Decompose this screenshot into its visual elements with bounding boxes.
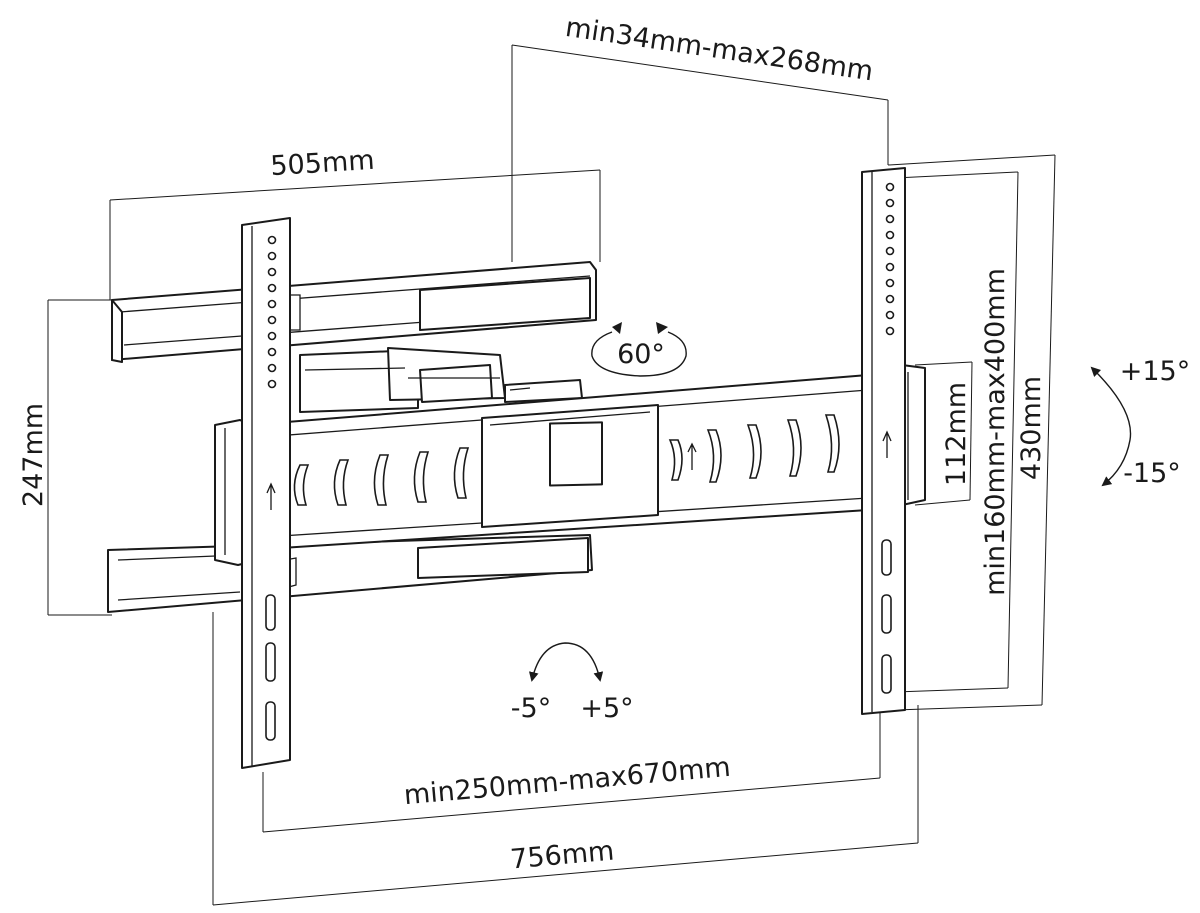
tilt-down-label: -15° bbox=[1123, 458, 1181, 489]
center-spacing-label: 112mm bbox=[941, 382, 972, 486]
top-depth-label: min34mm-max268mm bbox=[563, 12, 875, 88]
bracket-height-label: 430mm bbox=[1016, 376, 1047, 480]
vertical-hole-range-label: min160mm-max400mm bbox=[980, 268, 1011, 596]
rotation-indicators bbox=[528, 322, 1132, 682]
swivel-angle-label: 60° bbox=[617, 339, 665, 370]
right-vertical-bracket bbox=[861, 167, 906, 715]
tilt-up-label: +15° bbox=[1120, 356, 1190, 387]
roll-left-label: -5° bbox=[511, 693, 551, 724]
tv-rail bbox=[214, 364, 926, 566]
left-vertical-bracket bbox=[241, 217, 291, 769]
wall-plate-height-label: 247mm bbox=[18, 403, 49, 507]
dimension-lines bbox=[47, 44, 1056, 906]
arm-width-label: 505mm bbox=[270, 145, 376, 182]
roll-right-label: +5° bbox=[580, 693, 633, 724]
horizontal-hole-range-label: min250mm-max670mm bbox=[403, 752, 732, 811]
swing-arms bbox=[299, 347, 583, 413]
total-width-label: 756mm bbox=[509, 836, 615, 876]
